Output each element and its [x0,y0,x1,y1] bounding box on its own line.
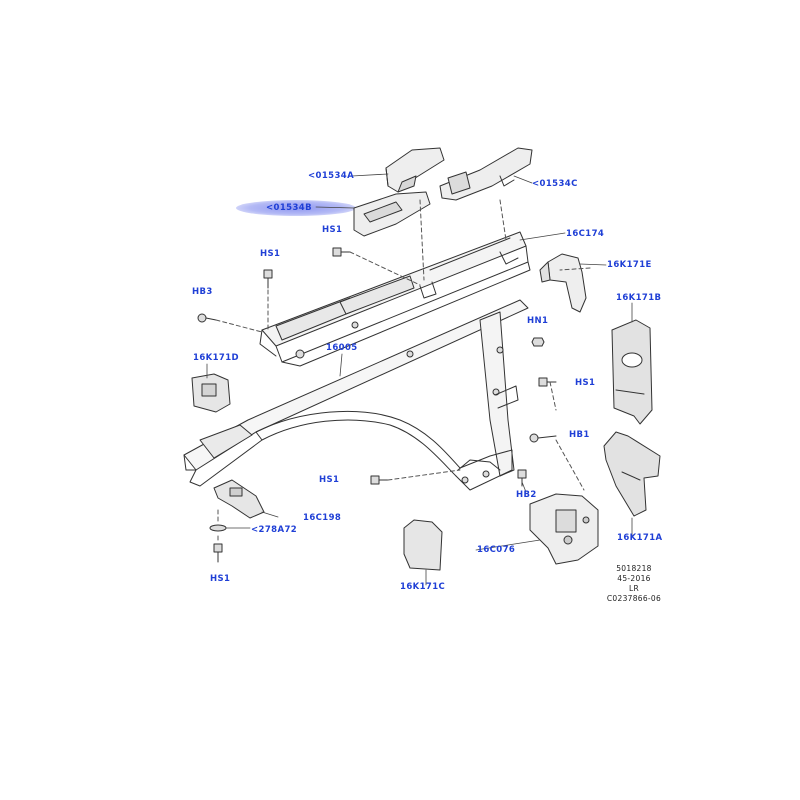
label-278a72[interactable]: <278A72 [251,525,298,535]
panel-16k171a-part [603,431,661,517]
label-hs1-left[interactable]: HS1 [260,249,281,259]
label-hb3[interactable]: HB3 [192,287,213,297]
label-hb1[interactable]: HB1 [569,430,590,440]
reference-line-4: C0237866-06 [606,594,662,603]
hinge-bracket-16c076-part [529,493,599,565]
label-hb2[interactable]: HB2 [516,490,537,500]
bracket-16c198-part [213,479,265,519]
label-01534c[interactable]: <01534C [532,179,578,189]
bracket-01534a-part [385,147,445,193]
bracket-01534c-part [439,147,533,201]
label-16c076[interactable]: 16C076 [477,545,516,555]
panel-16k171b-part [611,319,653,425]
label-hs1-bottom[interactable]: HS1 [210,574,231,584]
reference-line-1: 5018218 [616,564,652,573]
selected-part-highlight [236,200,356,216]
reference-line-3: LR [629,584,639,593]
label-hs1-lower[interactable]: HS1 [319,475,340,485]
label-16k171c[interactable]: 16K171C [400,582,446,592]
label-16k171b[interactable]: 16K171B [616,293,662,303]
reference-line-2: 45-2016 [617,574,651,583]
bracket-16k171d-part [191,373,231,413]
bracket-01534b-part [353,191,431,237]
fender-apron-part [183,299,529,491]
label-16k171e[interactable]: 16K171E [607,260,652,270]
label-hs1-mid[interactable]: HS1 [575,378,596,388]
fasteners [197,247,557,563]
label-01534a[interactable]: <01534A [308,171,355,181]
label-16c198[interactable]: 16C198 [303,513,342,523]
bracket-16k171e-part [539,253,587,313]
label-hn1[interactable]: HN1 [527,316,549,326]
label-01534b[interactable]: <01534B [266,203,312,213]
label-16c174[interactable]: 16C174 [566,229,605,239]
block-16k171c-part [403,519,443,571]
label-16005[interactable]: 16005 [326,343,358,353]
label-16k171a[interactable]: 16K171A [617,533,663,543]
label-hs1-top[interactable]: HS1 [322,225,343,235]
label-16k171d[interactable]: 16K171D [193,353,240,363]
upper-rail-part [259,231,531,367]
